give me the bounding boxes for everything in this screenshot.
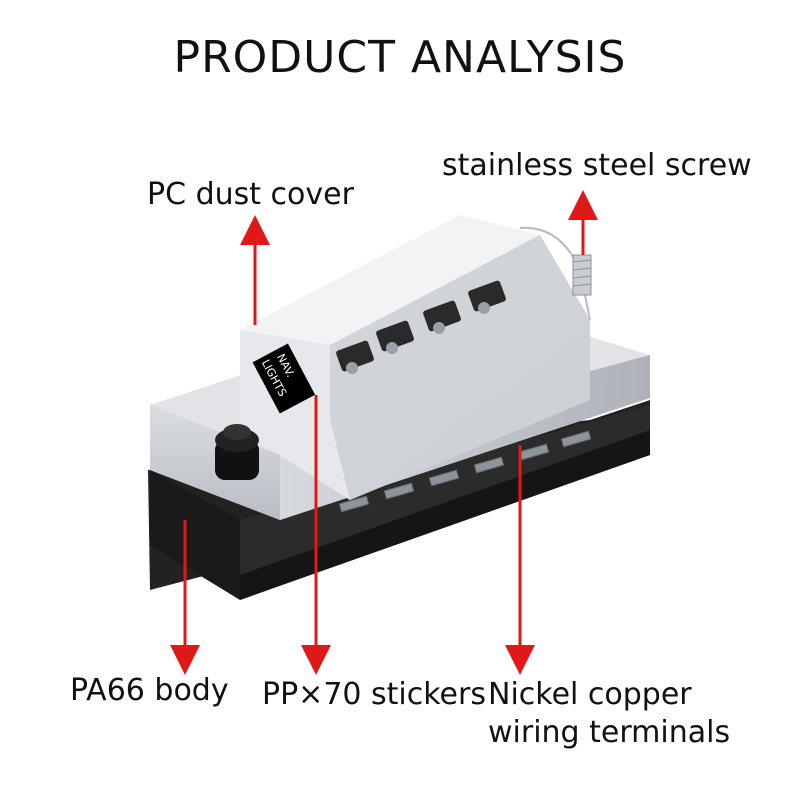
fuse-socket [468,280,506,314]
fuse-socket [336,340,374,374]
fuse-socket [376,320,414,354]
annotation-arrows [170,190,598,675]
stainless-steel-screw [572,254,592,296]
label-wiring-terminals-line1: Nickel copper [488,677,692,712]
label-wiring-terminals-line2: wiring terminals [488,715,731,750]
wiring-terminals [338,430,592,513]
fuse-sockets [336,280,506,374]
label-stickers: PP×70 stickers [262,677,486,712]
fuse-socket [423,300,461,334]
label-wiring-terminals: Nickel copper wiring terminals [488,676,730,752]
label-stainless-steel-screw: stainless steel screw [442,148,752,183]
rubber-boot [215,424,259,480]
label-pc-dust-cover: PC dust cover [147,177,354,212]
pc-dust-cover [240,215,591,500]
page-title: PRODUCT ANALYSIS [173,32,627,83]
label-pa66-body: PA66 body [70,673,229,708]
